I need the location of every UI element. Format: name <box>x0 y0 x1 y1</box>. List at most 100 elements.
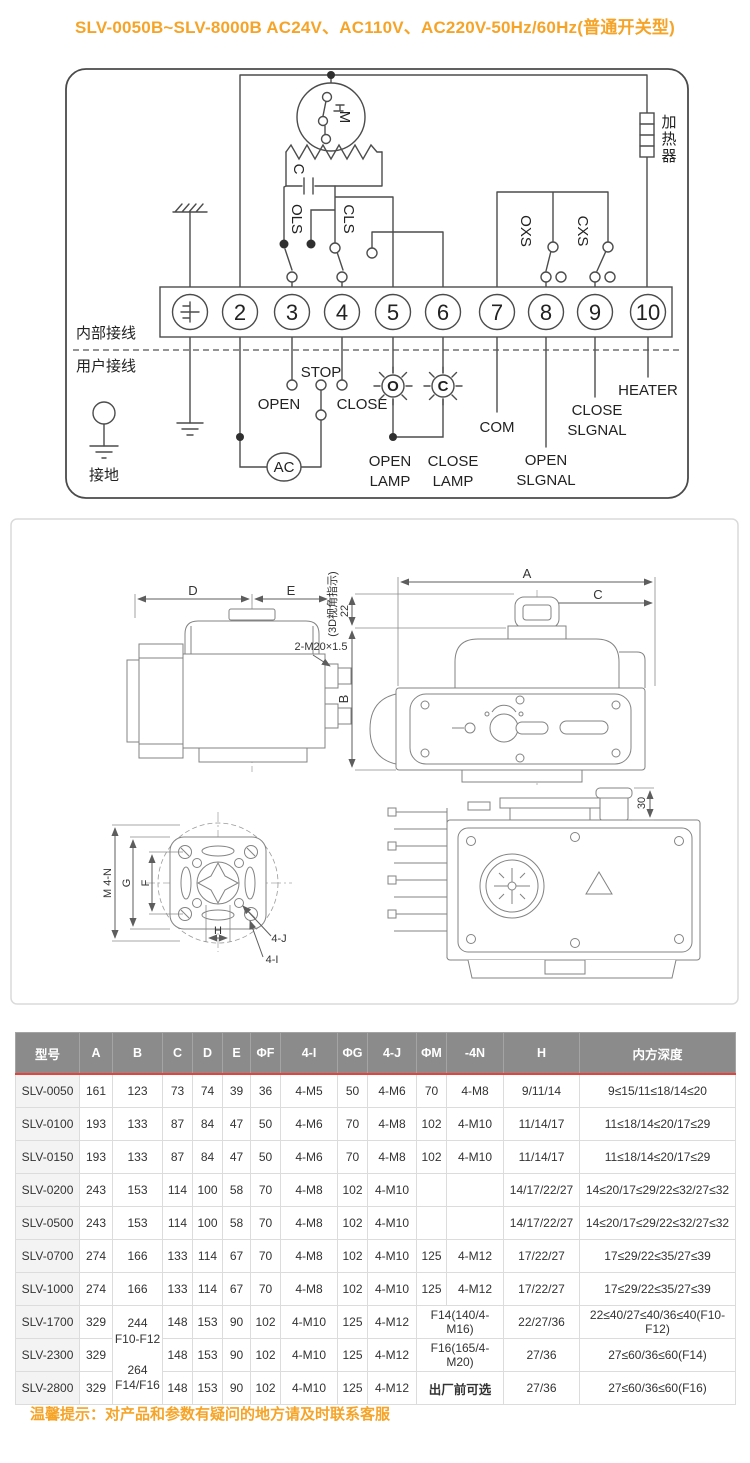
motor-contact <box>320 133 332 145</box>
spec-cell: 4-M10 <box>367 1239 417 1273</box>
close-lamp-symbol: C <box>438 378 449 395</box>
ols-label: OLS <box>288 204 305 234</box>
spec-cell: 102 <box>250 1305 281 1339</box>
spec-cell: 出厂前可选 <box>416 1371 504 1405</box>
spec-cell: 102 <box>250 1371 281 1405</box>
spec-cell: 39 <box>222 1073 251 1108</box>
spec-cell: 17≤29/22≤35/27≤39 <box>579 1239 736 1273</box>
spec-cell: 4-M6 <box>367 1073 417 1108</box>
spec-cell: 274 <box>79 1272 113 1306</box>
spec-cell: 17/22/27 <box>503 1272 580 1306</box>
spec-cell: 70 <box>337 1107 368 1141</box>
contact <box>366 247 378 259</box>
spec-cell: 123 <box>112 1073 163 1108</box>
spec-cell: 14≤20/17≤29/22≤32/27≤32 <box>579 1206 736 1240</box>
dim-e-label: E <box>287 583 296 598</box>
column-header: ΦF <box>250 1032 281 1075</box>
open-lamp-rays <box>373 366 413 406</box>
spec-cell: 125 <box>337 1305 368 1339</box>
stop-label: STOP <box>301 364 342 381</box>
front-view-drawing: A C 22 B (3D视角指示) <box>325 566 656 785</box>
dim-g-label: G <box>121 879 133 888</box>
capacitor-box <box>285 151 383 195</box>
terminal-number: 4 <box>336 300 348 325</box>
spec-cell: 166 <box>112 1272 163 1306</box>
spec-cell: 4-M12 <box>446 1272 504 1306</box>
terminal-number: 7 <box>491 300 503 325</box>
spec-cell: 153 <box>192 1371 223 1405</box>
dim-a-label: A <box>523 566 532 581</box>
spec-cell: 274 <box>79 1239 113 1273</box>
spec-cell: 70 <box>250 1206 281 1240</box>
cls-contact <box>329 242 341 254</box>
spec-cell: 4-M12 <box>446 1239 504 1273</box>
spec-cell: 4-M10 <box>446 1107 504 1141</box>
terminal-4 <box>323 293 361 331</box>
spec-cell: 4-M8 <box>367 1107 417 1141</box>
spec-cell: 67 <box>222 1239 251 1273</box>
side-view-drawing: D E 2-M20×1.5 <box>126 583 352 772</box>
spec-cell: 90 <box>222 1338 251 1372</box>
chassis-ground-symbol <box>172 203 208 213</box>
cxs-label: CXS <box>574 216 591 247</box>
spec-cell: 4-M8 <box>280 1239 338 1273</box>
spec-cell: 102 <box>337 1239 368 1273</box>
spec-cell: 11/14/17 <box>503 1140 580 1174</box>
terminal-number: 5 <box>387 300 399 325</box>
footer-note: 温馨提示：对产品和参数有疑问的地方请及时联系客服 <box>30 1406 391 1423</box>
oxs-contact <box>547 241 559 253</box>
terminal-8 <box>527 293 565 331</box>
spec-cell: 100 <box>192 1173 223 1207</box>
spec-cell: 67 <box>222 1272 251 1306</box>
spec-cell: 4-M10 <box>280 1305 338 1339</box>
spec-cell: 4-M10 <box>280 1371 338 1405</box>
model-cell: SLV-1700 <box>15 1305 80 1339</box>
spec-cell: 27/36 <box>503 1338 580 1372</box>
open-label: OPEN <box>258 396 301 413</box>
model-cell: SLV-2800 <box>15 1371 80 1405</box>
model-cell: SLV-0150 <box>15 1140 80 1174</box>
spec-cell: F16(165/4-M20) <box>416 1338 504 1372</box>
terminal-2 <box>221 293 259 331</box>
spec-cell: 193 <box>79 1140 113 1174</box>
spec-cell: 4-M8 <box>446 1073 504 1108</box>
open-lamp-symbol: O <box>387 378 399 395</box>
spec-cell: 14/17/22/27 <box>503 1206 580 1240</box>
column-header: ΦM <box>416 1032 447 1075</box>
spec-cell: 114 <box>162 1206 193 1240</box>
spec-cell: 329 <box>79 1371 113 1405</box>
model-cell: SLV-0100 <box>15 1107 80 1141</box>
spec-cell: 70 <box>416 1073 447 1108</box>
spec-cell: 36 <box>250 1073 281 1108</box>
spec-cell: 243 <box>79 1206 113 1240</box>
spec-cell: 47 <box>222 1107 251 1141</box>
com-label: COM <box>480 419 515 436</box>
earth-symbol <box>176 422 204 436</box>
spec-cell: 70 <box>250 1173 281 1207</box>
open-lamp-icon <box>381 374 405 398</box>
spec-cell: 153 <box>112 1206 163 1240</box>
terminal-number: 3 <box>286 300 298 325</box>
user-wiring-label: 用户接线 <box>76 358 136 375</box>
spec-cell: 4-M12 <box>367 1338 417 1372</box>
callout-4i-label: 4-I <box>266 954 279 966</box>
spec-cell: 243 <box>79 1173 113 1207</box>
model-cell: SLV-0700 <box>15 1239 80 1273</box>
cxs-contact <box>602 241 614 253</box>
spec-cell: 90 <box>222 1305 251 1339</box>
spec-cell: 58 <box>222 1206 251 1240</box>
contact <box>589 271 601 283</box>
spec-cell: 73 <box>162 1073 193 1108</box>
column-header: -4N <box>446 1032 504 1075</box>
motor-internals <box>322 100 345 135</box>
terminal-number: 8 <box>540 300 552 325</box>
contact <box>315 409 327 421</box>
spec-cell: 102 <box>416 1140 447 1174</box>
ac-source <box>266 452 302 482</box>
heater-en-label: HEATER <box>618 382 678 399</box>
page-title: SLV-0050B~SLV-8000B AC24V、AC110V、AC220V-… <box>75 18 675 37</box>
spec-cell: 4-M10 <box>367 1173 417 1207</box>
terminal-number: 10 <box>636 300 660 325</box>
